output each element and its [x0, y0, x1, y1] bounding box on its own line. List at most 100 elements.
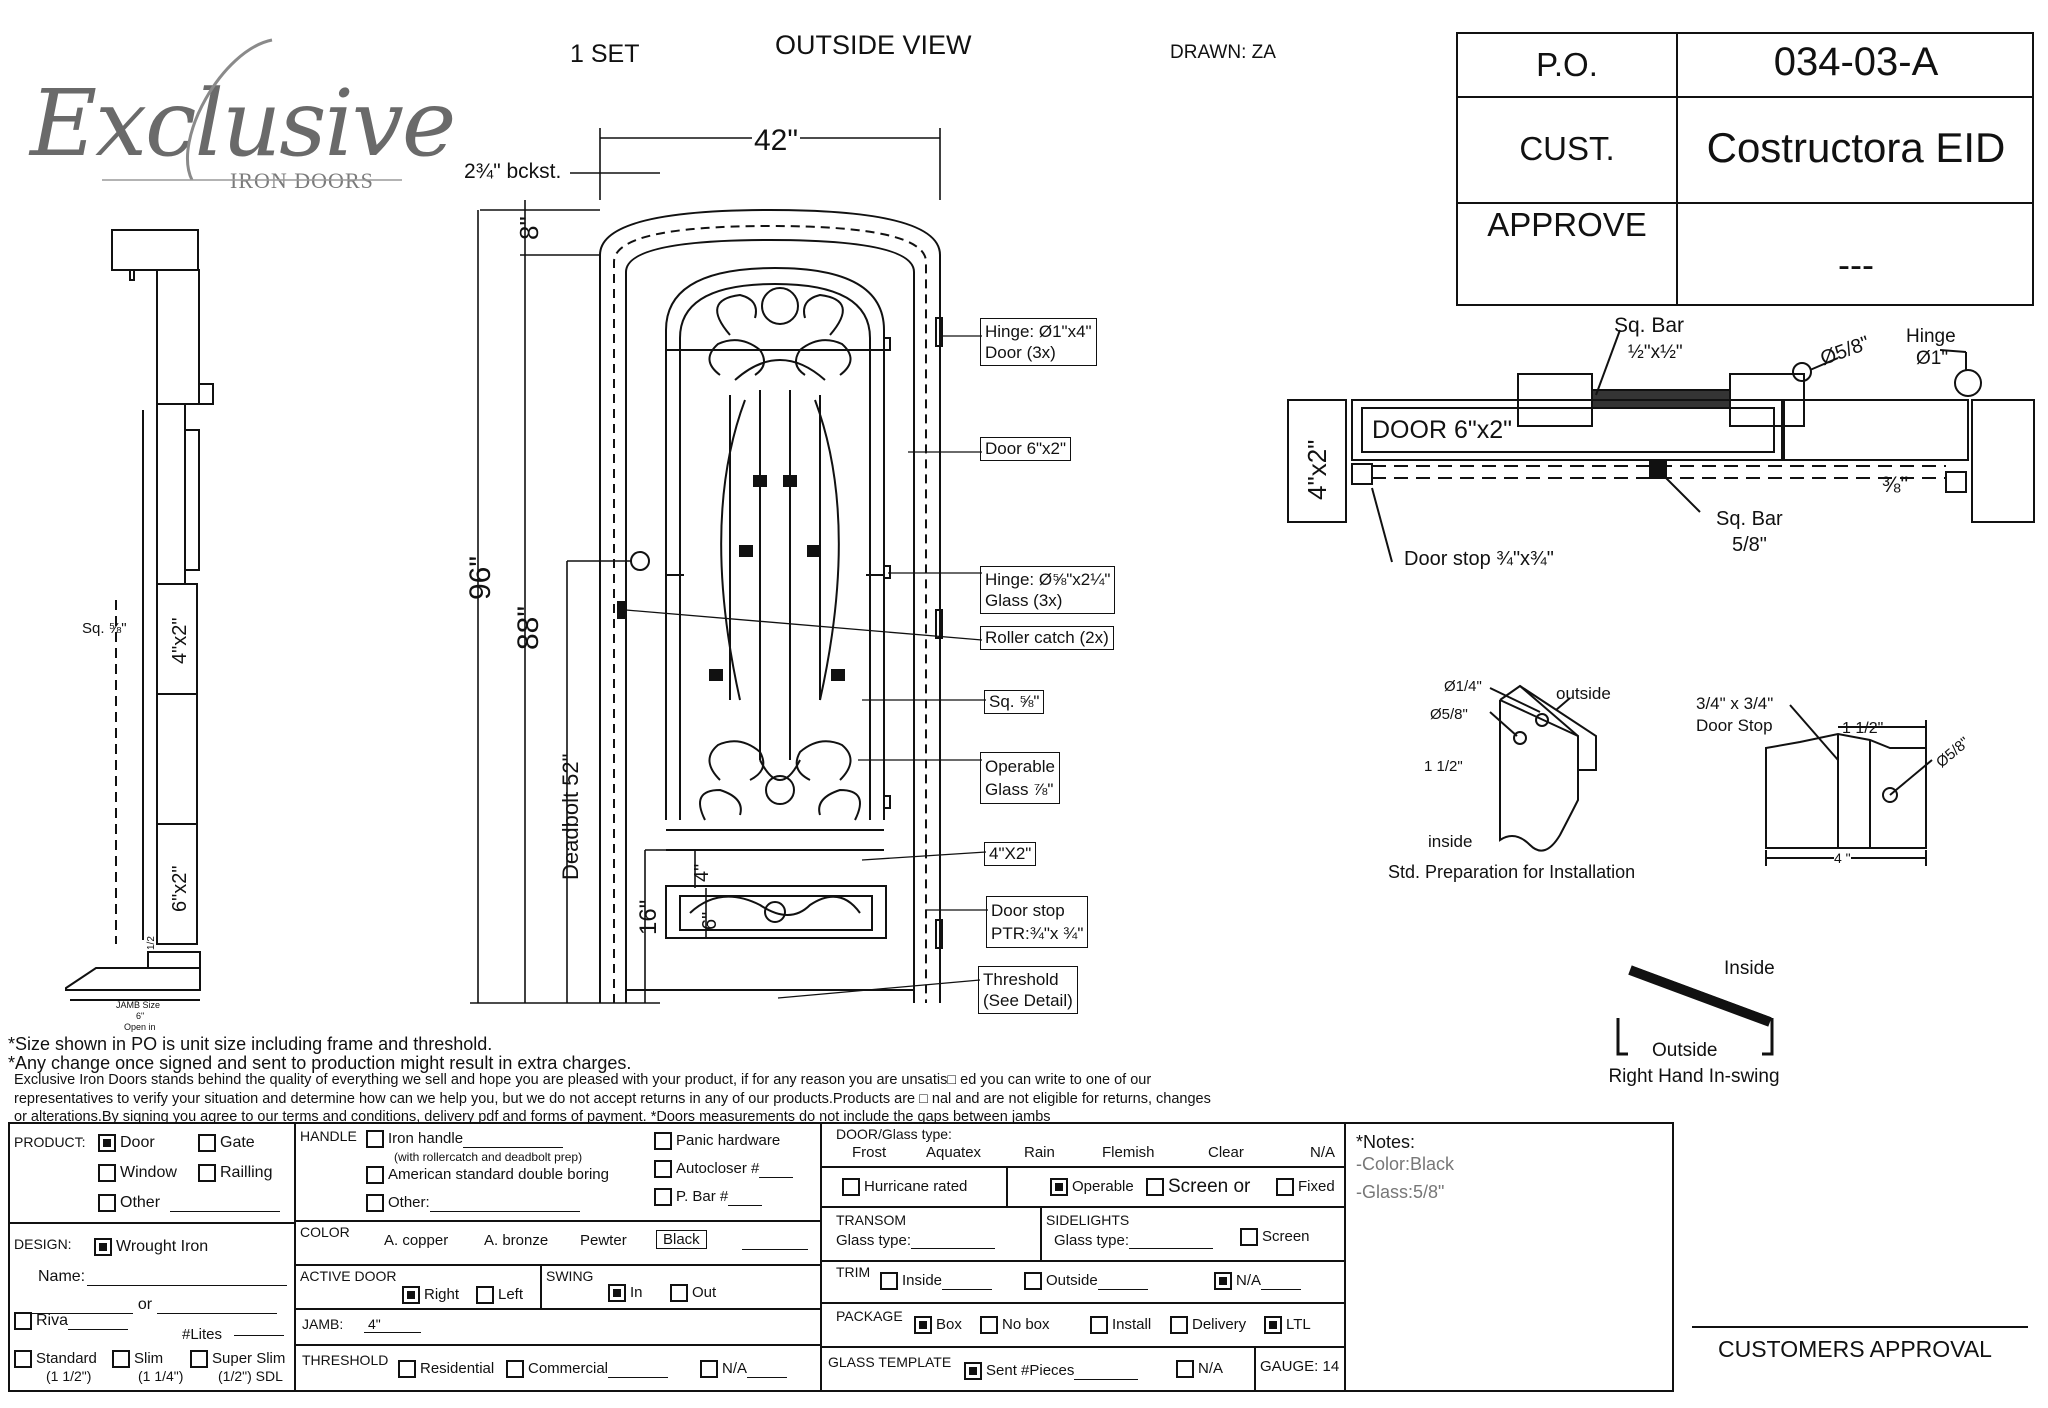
design-riva-option[interactable]: Riva: [14, 1312, 129, 1331]
swing-out-checkbox[interactable]: [670, 1284, 688, 1303]
approval-signature-line[interactable]: [1692, 1326, 2028, 1328]
glass-rain-option[interactable]: Rain: [1024, 1144, 1055, 1161]
product-window-option[interactable]: Window: [98, 1164, 177, 1182]
sidelights-screen-checkbox[interactable]: [1240, 1228, 1258, 1247]
package-box-option[interactable]: Box: [914, 1316, 962, 1335]
handle-pbar-option[interactable]: P. Bar #: [654, 1188, 763, 1207]
screen-or-option[interactable]: Screen or: [1146, 1176, 1250, 1198]
handle-iron-checkbox[interactable]: [366, 1130, 384, 1149]
handle-american-checkbox[interactable]: [366, 1166, 384, 1185]
threshold-commercial-option[interactable]: Commercial: [506, 1360, 669, 1379]
color-pewter-option[interactable]: Pewter: [580, 1232, 627, 1249]
plan-sq-bar-top: Sq. Bar: [1614, 314, 1685, 337]
handle-american-option[interactable]: American standard double boring: [366, 1166, 609, 1185]
sidelights-glass-field[interactable]: Glass type:: [1054, 1232, 1214, 1249]
design-wrought-option[interactable]: Wrought Iron: [94, 1238, 208, 1256]
design-wrought-checkbox[interactable]: [94, 1238, 112, 1256]
handle-pbar-checkbox[interactable]: [654, 1188, 672, 1207]
package-install-checkbox[interactable]: [1090, 1316, 1108, 1335]
product-door-option[interactable]: Door: [98, 1134, 155, 1152]
package-nobox-checkbox[interactable]: [980, 1316, 998, 1335]
active-right-option[interactable]: Right: [402, 1286, 459, 1305]
jamb-field[interactable]: 4": [364, 1316, 421, 1333]
package-nobox-option[interactable]: No box: [980, 1316, 1050, 1335]
color-copper-option[interactable]: A. copper: [384, 1232, 449, 1249]
template-sent-option[interactable]: Sent #Pieces: [964, 1362, 1139, 1381]
design-slim-checkbox[interactable]: [112, 1350, 130, 1369]
trim-outside-option[interactable]: Outside: [1024, 1272, 1148, 1291]
design-label: DESIGN:: [14, 1236, 72, 1252]
package-ltl-checkbox[interactable]: [1264, 1316, 1282, 1335]
template-na-checkbox[interactable]: [1176, 1360, 1194, 1379]
glass-clear-option[interactable]: Clear: [1208, 1144, 1244, 1161]
swing-out-option[interactable]: Out: [670, 1284, 716, 1303]
design-lites-field[interactable]: [234, 1318, 284, 1336]
plan-frame-label: 4"x2": [1302, 440, 1332, 500]
handle-iron-option[interactable]: Iron handle: [366, 1130, 564, 1149]
package-delivery-option[interactable]: Delivery: [1170, 1316, 1246, 1335]
trim-inside-checkbox[interactable]: [880, 1272, 898, 1291]
product-other-option[interactable]: Other: [98, 1194, 281, 1213]
handle-autocloser-checkbox[interactable]: [654, 1160, 672, 1179]
threshold-commercial-checkbox[interactable]: [506, 1360, 524, 1379]
trim-outside-checkbox[interactable]: [1024, 1272, 1042, 1291]
transom-glass-field[interactable]: Glass type:: [836, 1232, 996, 1249]
product-railling-option[interactable]: Railling: [198, 1164, 272, 1182]
sidelights-screen-option[interactable]: Screen: [1240, 1228, 1310, 1247]
install-detail: [1489, 684, 1597, 852]
product-gate-checkbox[interactable]: [198, 1134, 216, 1152]
product-other-checkbox[interactable]: [98, 1194, 116, 1212]
template-na-option[interactable]: N/A: [1176, 1360, 1223, 1379]
fixed-option[interactable]: Fixed: [1276, 1178, 1335, 1197]
package-delivery-checkbox[interactable]: [1170, 1316, 1188, 1335]
design-standard-option[interactable]: Standard: [14, 1350, 97, 1369]
swing-in-option[interactable]: In: [608, 1284, 643, 1303]
glass-flemish-option[interactable]: Flemish: [1102, 1144, 1155, 1161]
handle-panic-checkbox[interactable]: [654, 1132, 672, 1151]
design-name-field[interactable]: Name:: [38, 1268, 288, 1286]
handle-autocloser-option[interactable]: Autocloser #: [654, 1160, 794, 1179]
product-gate-option[interactable]: Gate: [198, 1134, 255, 1152]
template-sent-checkbox[interactable]: [964, 1362, 982, 1381]
trim-na-checkbox[interactable]: [1214, 1272, 1232, 1291]
threshold-residential-checkbox[interactable]: [398, 1360, 416, 1379]
glass-aquatex-option[interactable]: Aquatex: [926, 1144, 982, 1161]
design-riva-checkbox[interactable]: [14, 1312, 32, 1330]
glass-na-option[interactable]: N/A: [1310, 1144, 1336, 1161]
plan-section: [1287, 329, 2035, 563]
design-superslim-checkbox[interactable]: [190, 1350, 208, 1369]
color-other-field[interactable]: [742, 1232, 808, 1250]
active-left-option[interactable]: Left: [476, 1286, 523, 1305]
threshold-na-option[interactable]: N/A: [700, 1360, 788, 1379]
operable-option[interactable]: Operable: [1050, 1178, 1134, 1197]
fixed-checkbox[interactable]: [1276, 1178, 1294, 1197]
handle-other-checkbox[interactable]: [366, 1194, 384, 1213]
active-right-checkbox[interactable]: [402, 1286, 420, 1305]
operable-checkbox[interactable]: [1050, 1178, 1068, 1197]
package-box-checkbox[interactable]: [914, 1316, 932, 1335]
trim-na-option[interactable]: N/A: [1214, 1272, 1302, 1291]
glass-frost-option[interactable]: Frost: [852, 1144, 887, 1161]
threshold-na-checkbox[interactable]: [700, 1360, 718, 1379]
product-label: PRODUCT:: [14, 1134, 86, 1150]
trim-inside-option[interactable]: Inside: [880, 1272, 993, 1291]
product-railling-checkbox[interactable]: [198, 1164, 216, 1182]
section-open-in: Open in: [124, 1022, 156, 1032]
product-door-checkbox[interactable]: [98, 1134, 116, 1152]
package-ltl-option[interactable]: LTL: [1264, 1316, 1311, 1335]
design-standard-checkbox[interactable]: [14, 1350, 32, 1369]
product-window-checkbox[interactable]: [98, 1164, 116, 1182]
color-black-option[interactable]: Black: [656, 1230, 707, 1249]
color-bronze-option[interactable]: A. bronze: [484, 1232, 549, 1249]
hurricane-option[interactable]: Hurricane rated: [842, 1178, 967, 1197]
design-slim-option[interactable]: Slim: [112, 1350, 163, 1369]
threshold-residential-option[interactable]: Residential: [398, 1360, 494, 1379]
package-install-option[interactable]: Install: [1090, 1316, 1151, 1335]
design-superslim-option[interactable]: Super Slim: [190, 1350, 285, 1369]
screen-or-checkbox[interactable]: [1146, 1177, 1164, 1196]
handle-other-option[interactable]: Other:: [366, 1194, 580, 1213]
swing-in-checkbox[interactable]: [608, 1284, 626, 1303]
handle-panic-option[interactable]: Panic hardware: [654, 1132, 780, 1151]
active-left-checkbox[interactable]: [476, 1286, 494, 1305]
hurricane-checkbox[interactable]: [842, 1178, 860, 1197]
